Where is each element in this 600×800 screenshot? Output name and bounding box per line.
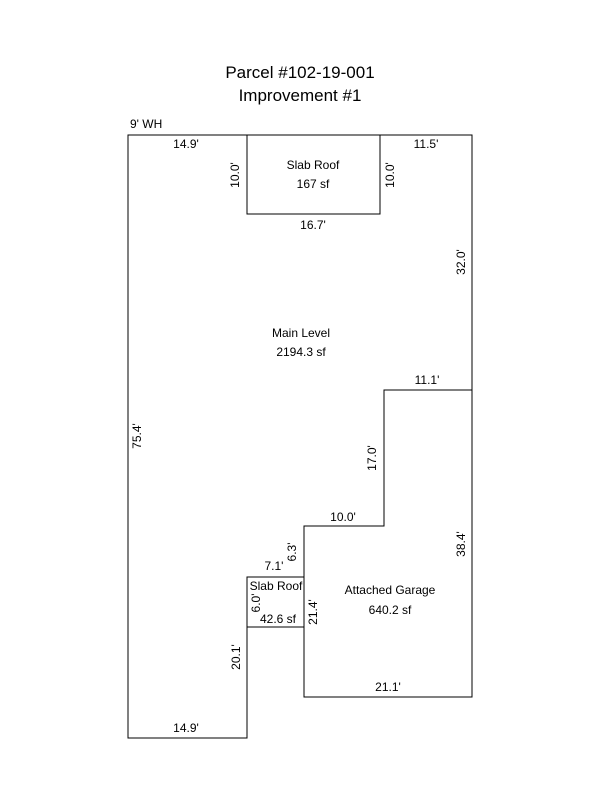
dim-lower-left: 20.1' [229, 644, 243, 670]
dim-top-left: 14.9' [173, 137, 199, 151]
slab-roof-top-area: 167 sf [297, 177, 330, 191]
dim-slab-bottom-top: 7.1' [265, 559, 284, 573]
slab-roof-bottom-area: 42.6 sf [260, 612, 297, 626]
slab-roof-top-name: Slab Roof [287, 158, 340, 172]
main-level-outline [127, 134, 473, 739]
dim-slab-top-bottom: 16.7' [300, 218, 326, 232]
dim-step-vertical: 17.0' [365, 445, 379, 471]
dim-left: 75.4' [130, 423, 144, 449]
attached-garage-outline [303, 390, 473, 698]
slab-roof-bottom-name: Slab Roof [250, 579, 303, 593]
dim-slab-top-left: 10.0' [228, 162, 242, 188]
dim-garage-right: 38.4' [454, 531, 468, 557]
attached-garage-area: 640.2 sf [369, 603, 412, 617]
dim-slab-top-right: 10.0' [383, 162, 397, 188]
slab-roof-top-outline [246, 135, 381, 215]
dim-bottom: 14.9' [173, 721, 199, 735]
dim-step-upper: 11.1' [415, 373, 440, 387]
dim-step-mid: 10.0' [330, 510, 356, 524]
dim-top-right: 11.5' [414, 137, 439, 151]
main-level-name: Main Level [272, 326, 330, 340]
wall-height-label: 9' WH [130, 117, 162, 131]
dim-slab-bottom-left: 6.0' [249, 594, 263, 613]
dim-right-upper: 32.0' [454, 249, 468, 275]
dim-notch-vertical: 6.3' [285, 543, 299, 562]
dim-garage-bottom: 21.1' [375, 680, 401, 694]
diagram-title: Parcel #102-19-001 [225, 63, 375, 82]
main-level-area: 2194.3 sf [276, 345, 326, 359]
diagram-subtitle: Improvement #1 [238, 86, 362, 105]
attached-garage-name: Attached Garage [345, 583, 436, 597]
dim-garage-left: 21.4' [306, 599, 320, 625]
